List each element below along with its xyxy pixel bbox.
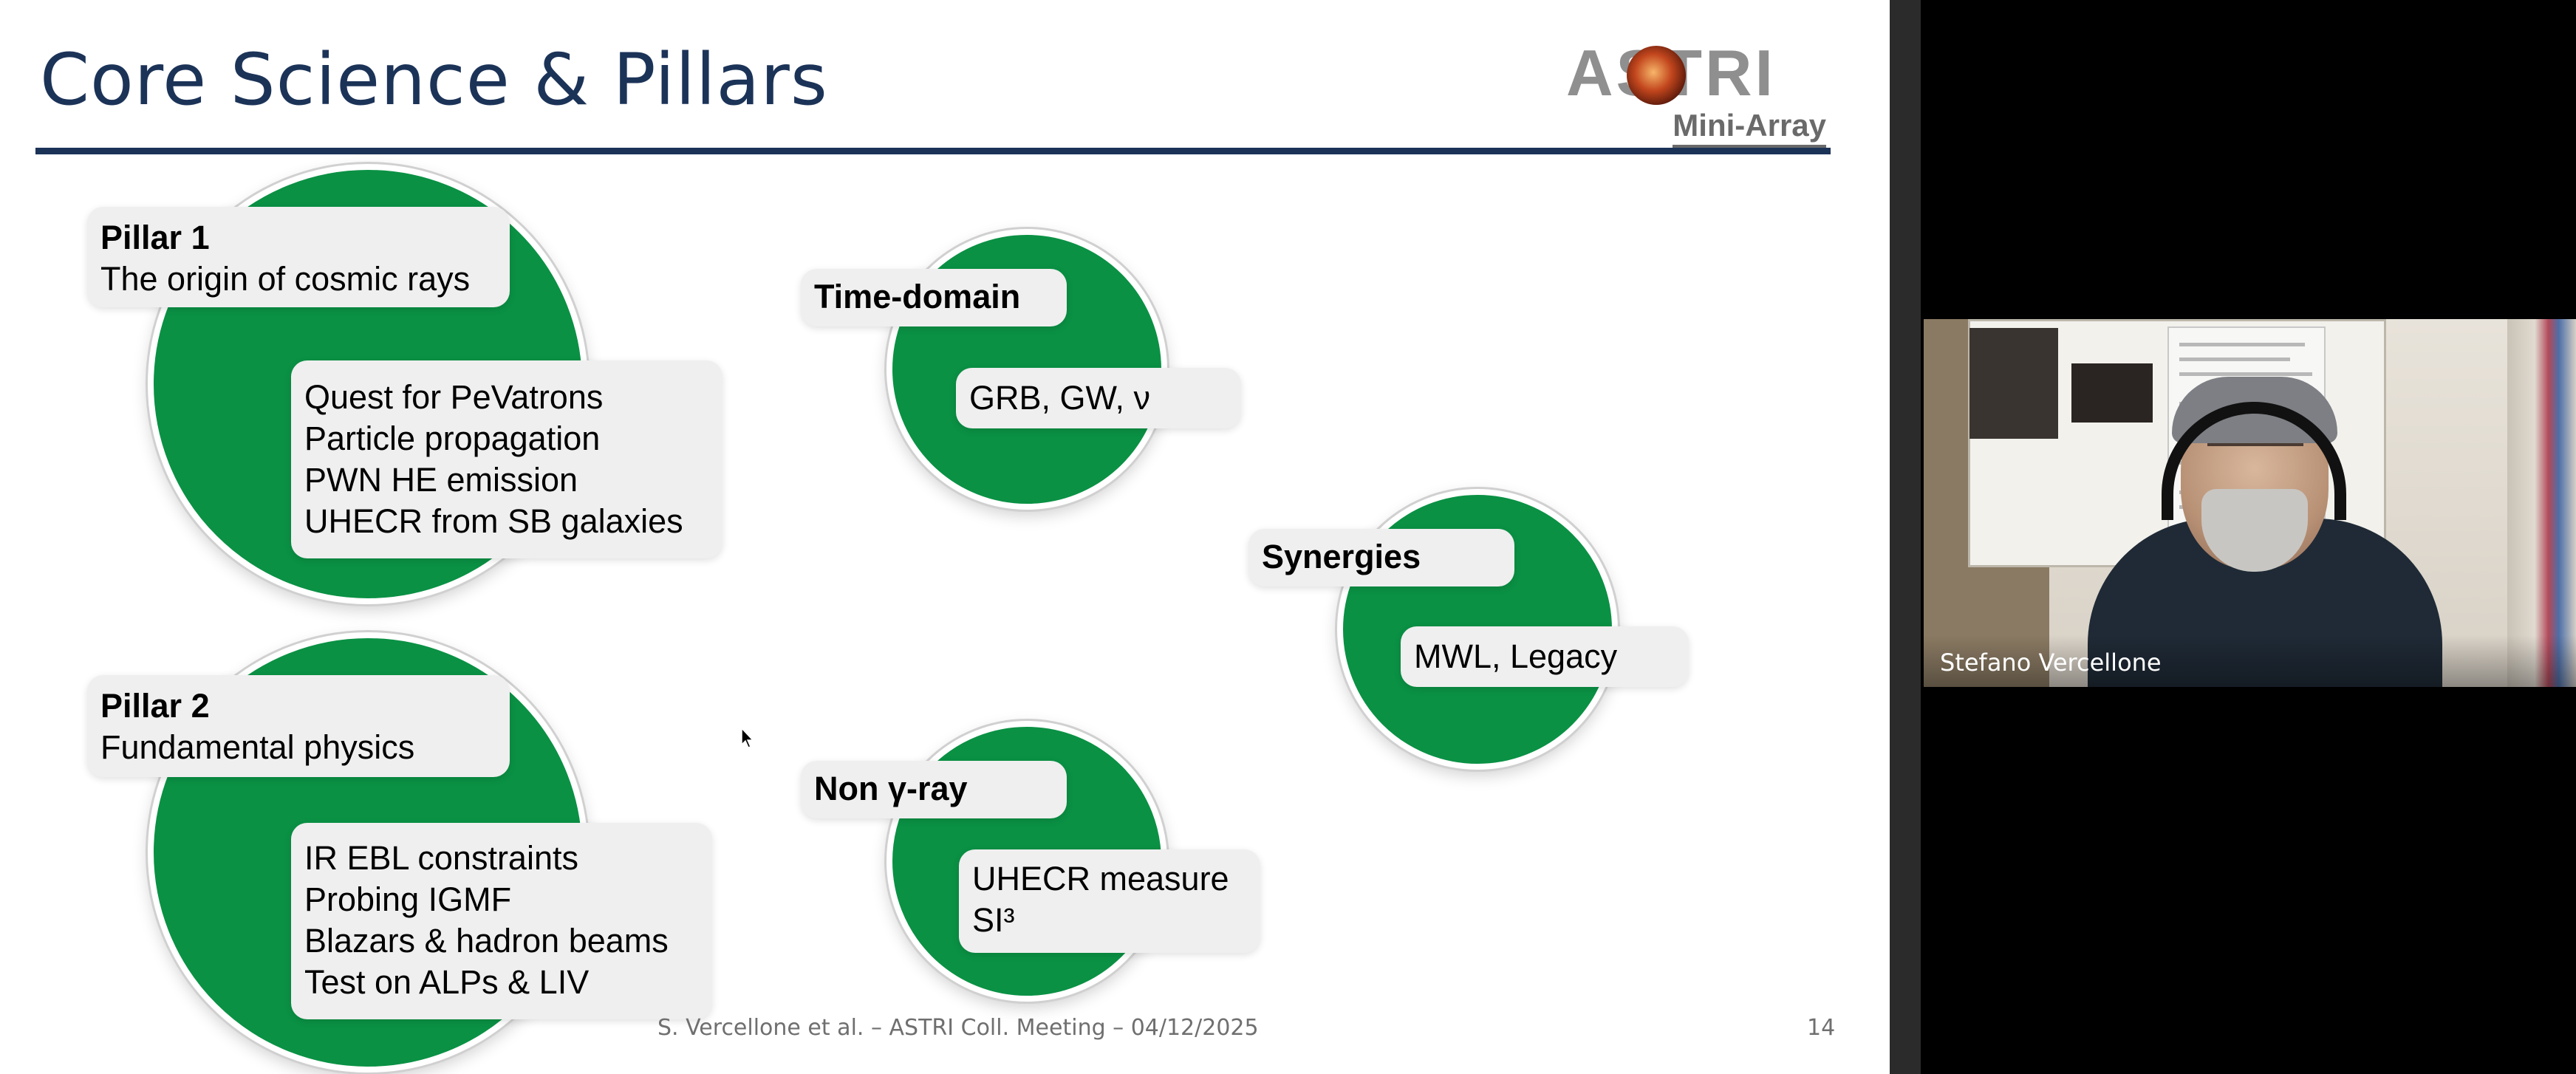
pillar2-heading-box: Pillar 2 Fundamental physics	[87, 675, 510, 777]
slide-title: Core Science & Pillars	[40, 38, 828, 121]
pillar1-items-box: Quest for PeVatrons Particle propagation…	[291, 360, 722, 558]
mouse-pointer-icon	[741, 727, 754, 748]
pillar2-item: IR EBL constraints	[304, 839, 578, 877]
astri-logo: ASTRI Mini-Array	[1566, 35, 1832, 148]
logo-subtitle: Mini-Array	[1673, 108, 1826, 148]
webcam-poster	[1969, 328, 2058, 439]
pillar1-item: Particle propagation	[304, 420, 601, 457]
time-domain-item: GRB, GW, ν	[969, 379, 1151, 417]
name-overlay	[1924, 635, 2576, 687]
synergies-heading-box: Synergies	[1248, 529, 1514, 586]
title-underline	[35, 148, 1831, 154]
pillar1-heading: Pillar 1	[100, 219, 210, 256]
synergies-item-box: MWL, Legacy	[1401, 626, 1689, 687]
time-domain-item-box: GRB, GW, ν	[956, 368, 1241, 428]
pillar1-item: UHECR from SB galaxies	[304, 502, 683, 540]
pillar1-item: Quest for PeVatrons	[304, 378, 604, 416]
synergies-item: MWL, Legacy	[1414, 637, 1618, 675]
time-domain-heading-box: Time-domain	[801, 269, 1067, 326]
pillar1-subtitle: The origin of cosmic rays	[100, 260, 471, 298]
pillar2-item: Test on ALPs & LIV	[304, 963, 590, 1001]
non-gamma-item: SI³	[972, 901, 1015, 939]
panel-divider[interactable]	[1890, 0, 1921, 1074]
non-gamma-items-box: UHECR measure SI³	[959, 849, 1260, 953]
non-gamma-item: UHECR measure	[972, 860, 1229, 897]
slide-page-number: 14	[1807, 1015, 1836, 1041]
pillar1-heading-box: Pillar 1 The origin of cosmic rays	[87, 207, 510, 307]
pillar1-item: PWN HE emission	[304, 461, 578, 499]
pillar2-subtitle: Fundamental physics	[100, 728, 415, 766]
logo-emblem-icon	[1627, 46, 1686, 105]
non-gamma-heading-box: Non γ-ray	[801, 761, 1067, 818]
pillar2-heading: Pillar 2	[100, 687, 210, 725]
participant-video-tile[interactable]: Stefano Vercellone	[1924, 319, 2576, 687]
pillar2-item: Blazars & hadron beams	[304, 922, 669, 960]
pillar2-item: Probing IGMF	[304, 880, 512, 918]
non-gamma-heading: Non γ-ray	[814, 770, 968, 807]
time-domain-heading: Time-domain	[814, 278, 1021, 315]
webcam-shelf	[2507, 319, 2576, 687]
webcam-poster	[2071, 363, 2153, 423]
synergies-heading: Synergies	[1262, 538, 1421, 575]
presentation-slide: Core Science & Pillars ASTRI Mini-Array …	[0, 0, 1890, 1074]
pillar2-items-box: IR EBL constraints Probing IGMF Blazars …	[291, 823, 712, 1019]
slide-footer: S. Vercellone et al. – ASTRI Coll. Meeti…	[657, 1015, 1259, 1041]
participant-name: Stefano Vercellone	[1940, 649, 2162, 677]
